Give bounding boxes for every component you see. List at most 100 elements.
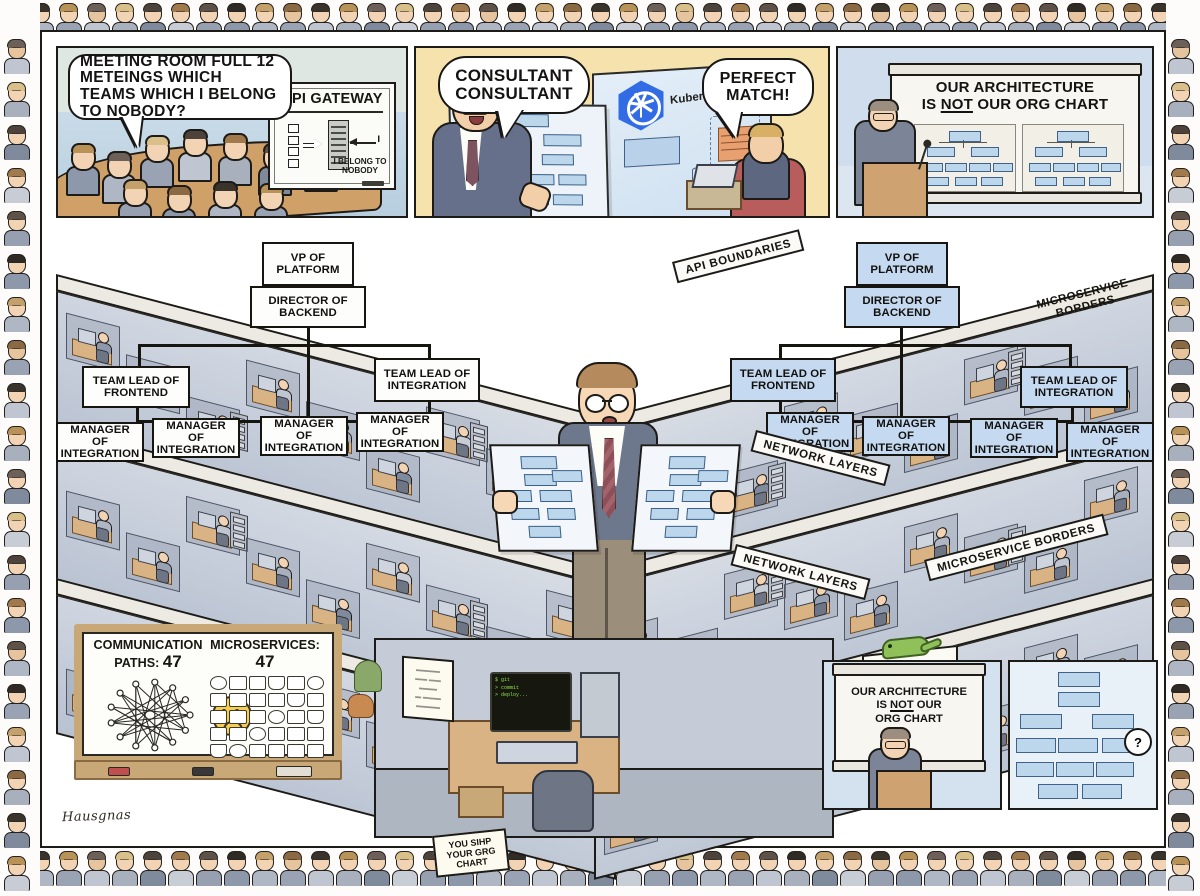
crowd-figure — [4, 597, 30, 633]
speaker-glasses-icon — [885, 741, 906, 749]
bubble-tail — [498, 110, 522, 138]
crowd-figure — [1168, 812, 1194, 848]
speech-bubble-consultant-text: CONSULTANT CONSULTANT — [455, 65, 573, 103]
org-left-manager-3-label: MANAGER OF INTEGRATION — [264, 417, 344, 455]
consultant-mouth — [469, 116, 484, 125]
metric-communication-paths-value: 47 — [162, 651, 182, 671]
monolith-office-chair — [532, 770, 594, 832]
org-left-manager-1-label: MANAGER OF INTEGRATION — [60, 423, 140, 461]
chart-node — [1038, 784, 1078, 799]
org-right-director-label: DIRECTOR OF BACKEND — [862, 294, 942, 319]
border-frieze-left — [0, 0, 40, 896]
microservice-icon — [248, 744, 266, 758]
main-art-frame: MEETING ROOM FULL 12 METEINGS WHICH TEAM… — [40, 30, 1166, 880]
crowd-figure — [196, 850, 222, 886]
org-left-lead-frontend: TEAM LEAD OF FRONTEND — [82, 366, 190, 408]
crowd-figure — [168, 2, 194, 36]
chart-node — [520, 456, 558, 470]
keynote-line2-post: OUR ORG CHART — [972, 95, 1109, 113]
lizard-icon — [882, 634, 930, 660]
terminal-line: > deploy... — [495, 692, 529, 698]
crowd-figure — [840, 850, 866, 886]
chart-node — [668, 456, 706, 470]
whiteboard-metrics: COMMUNICATION PATHS: 47 MICROSERVICES: 4… — [74, 624, 342, 780]
crowd-figure — [952, 850, 978, 886]
crowd-figure — [1168, 296, 1194, 332]
crowd-figure — [364, 850, 390, 886]
gateway-pointer-arrow-icon — [349, 138, 376, 146]
crowd-figure — [4, 296, 30, 332]
microservice-icon — [268, 710, 286, 724]
panel-org-chart-poster: ? — [1008, 660, 1158, 810]
whiteboard-note: I BELONG TO NOBODY — [333, 157, 387, 176]
chart-node — [546, 507, 577, 520]
metric-communication-paths-label2: PATHS: — [114, 655, 160, 670]
terminal-line: $ git — [495, 677, 511, 683]
projection-screen: OUR ARCHITECTURE IS NOT OUR ORG CHART — [888, 63, 1142, 204]
org-left-vp-label: VP OF PLATFORM — [276, 251, 340, 276]
hero-head — [576, 362, 638, 432]
hero-hair — [576, 362, 638, 388]
chart-node — [993, 163, 1013, 172]
question-mark-text: ? — [1134, 734, 1142, 750]
org-right-manager-3-label: MANAGER OF INTEGRATION — [974, 419, 1054, 457]
chart-node — [697, 470, 729, 483]
org-right-director: DIRECTOR OF BACKEND — [844, 286, 960, 328]
org-left-manager-2-label: MANAGER OF INTEGRATION — [156, 419, 236, 457]
chart-node — [1035, 147, 1063, 157]
crowd-figure — [812, 850, 838, 886]
monolith-keyboard — [496, 741, 578, 764]
org-right-lead-frontend: TEAM LEAD OF FRONTEND — [730, 358, 836, 402]
panel-keynote: OUR ARCHITECTURE IS NOT OUR ORG CHART — [836, 46, 1154, 218]
crowd-figure — [4, 468, 30, 504]
microservice-icon — [210, 676, 228, 690]
kubernetes-logo-icon — [616, 79, 666, 132]
microservice-icon — [248, 676, 266, 690]
crowd-figure — [280, 850, 306, 886]
crowd-figure — [1120, 850, 1146, 886]
chart-node — [645, 490, 675, 502]
keynote-bottom-speaker-head — [879, 727, 911, 760]
microservice-icon — [229, 727, 247, 741]
org-right-manager-4: MANAGER OF INTEGRATION — [1066, 422, 1154, 462]
org-right-manager-2: MANAGER OF INTEGRATION — [862, 416, 950, 456]
org-left-director: DIRECTOR OF BACKEND — [250, 286, 366, 328]
crowd-figure — [1168, 81, 1194, 117]
microservice-icon — [287, 727, 305, 741]
speech-bubble-consultant: CONSULTANT CONSULTANT — [438, 56, 590, 138]
org-left-manager-4: MANAGER OF INTEGRATION — [356, 412, 444, 452]
microservice-icon — [306, 727, 324, 741]
crowd-figure — [924, 850, 950, 886]
crowd-figure — [168, 850, 194, 886]
keynote-bottom-line2-emphasis: NOT — [890, 699, 914, 712]
question-mark-bubble: ? — [1124, 728, 1152, 756]
keynote-line2-emphasis: NOT — [940, 95, 973, 113]
microservice-icon — [210, 727, 228, 741]
keynote-bottom-podium — [876, 770, 932, 808]
org-left-lead-integration: TEAM LEAD OF INTEGRATION — [374, 358, 480, 402]
crowd-figure — [1168, 339, 1194, 375]
crowd-figure — [896, 850, 922, 886]
sign-ship-your-org-chart: YOU SIHP YOUR GRG CHART — [432, 828, 510, 878]
marker-black — [192, 767, 214, 776]
chart-node — [539, 490, 573, 502]
chart-node — [969, 163, 991, 172]
panel-consultant: Kubernetes — [414, 46, 830, 218]
meeting-attendee — [118, 179, 152, 216]
meeting-attendee — [208, 181, 242, 216]
microservice-icon — [306, 693, 324, 707]
bubble-tail — [718, 112, 741, 138]
chart-connector — [963, 140, 965, 148]
crowd-figure — [980, 850, 1006, 886]
crowd-figure — [1168, 425, 1194, 461]
crowd-figure — [392, 850, 418, 886]
microservice-icon-grid — [210, 676, 324, 758]
crowd-figure — [4, 81, 30, 117]
metric-microservices-label: MICROSERVICES: — [210, 638, 320, 652]
client-hair — [748, 123, 784, 137]
crowd-figure — [1036, 850, 1062, 886]
consultant-tie — [466, 140, 479, 186]
crowd-figure — [84, 850, 110, 886]
chart-node — [1089, 177, 1111, 186]
keynote-bottom-line1: OUR ARCHITECTURE — [851, 686, 967, 698]
